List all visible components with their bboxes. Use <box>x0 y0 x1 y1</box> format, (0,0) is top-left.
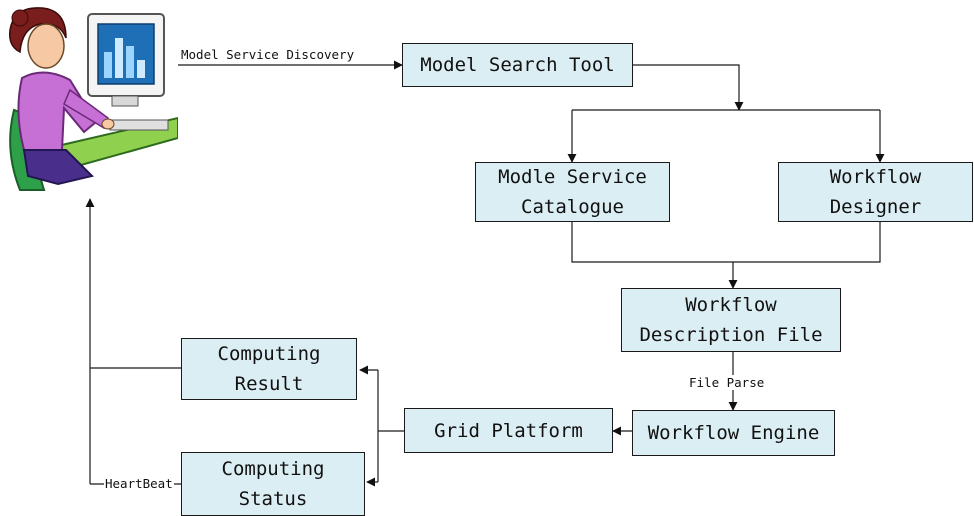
catalogue-label-line2: Catalogue <box>521 196 624 218</box>
edge-catalogue-merge <box>571 222 881 263</box>
file-parse-label: File Parse <box>688 375 766 390</box>
model-search-tool-box: Model Search Tool <box>402 43 633 87</box>
description-label-line1: Workflow <box>685 294 777 316</box>
engine-label: Workflow Engine <box>647 422 820 444</box>
catalogue-label-line1: Modle Service <box>498 166 647 188</box>
workflow-engine-box: Workflow Engine <box>632 410 835 456</box>
edge-search-split <box>633 64 744 111</box>
result-label-line2: Result <box>234 373 304 395</box>
grid-platform-box: Grid Platform <box>404 408 613 453</box>
model-service-discovery-label: Model Service Discovery <box>180 47 356 62</box>
status-label-line1: Computing <box>221 458 325 480</box>
workflow-description-file-box: Workflow Description File <box>621 288 841 352</box>
user-at-computer-icon <box>8 7 178 191</box>
computing-status-box: Computing Status <box>181 452 365 516</box>
workflow-designer-box: Workflow Designer <box>778 162 973 222</box>
status-label-line2: Status <box>238 488 308 510</box>
heartbeat-label: HeartBeat <box>104 476 174 491</box>
description-label-line2: Description File <box>639 324 823 346</box>
designer-label-line1: Workflow <box>829 166 922 188</box>
computing-result-box: Computing Result <box>181 338 357 400</box>
grid-platform-label: Grid Platform <box>434 419 583 442</box>
model-search-tool-label: Model Search Tool <box>420 54 615 76</box>
result-label-line1: Computing <box>217 343 321 365</box>
model-service-catalogue-box: Modle Service Catalogue <box>475 162 670 222</box>
designer-label-line2: Designer <box>829 196 922 218</box>
